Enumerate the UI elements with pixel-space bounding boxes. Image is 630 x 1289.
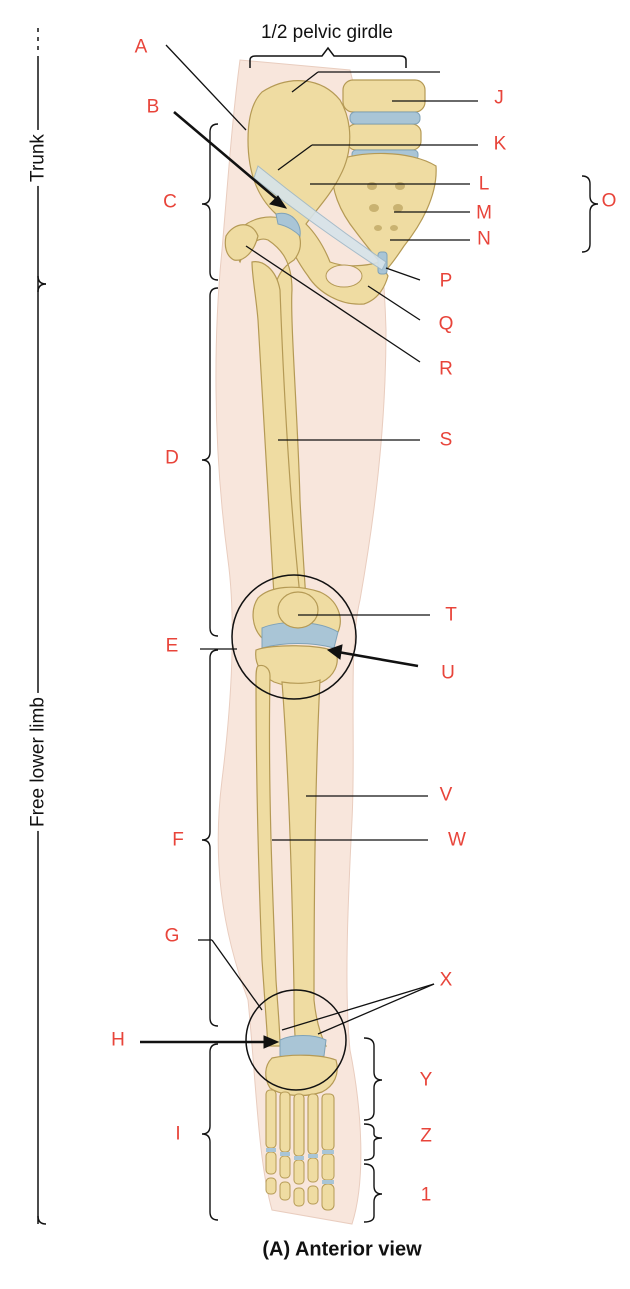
label-a: A [134,36,148,58]
joint-cartilage-foot [266,1148,334,1184]
sacroiliac-band [253,165,387,271]
foot-braces-right [363,175,599,1223]
label-o: O [601,190,617,212]
limb-brace-end [37,1215,47,1225]
region-braces [201,123,219,1221]
limb-brace-start [37,283,47,293]
label-z: Z [420,1125,432,1147]
pelvic-girdle-title: 1/2 pelvic girdle [260,22,394,43]
label-l: L [478,173,490,195]
label-k: K [493,133,507,155]
label-v: V [439,784,453,806]
label-j: J [494,87,504,109]
patella [277,591,319,629]
label-n: N [477,228,491,250]
label-i: I [175,1123,181,1145]
vertebral-column [342,79,426,151]
figure-caption: (A) Anterior view [262,1238,422,1261]
phalanges [265,1151,335,1211]
label-r: R [439,358,453,380]
label-1: 1 [420,1184,432,1206]
trunk-brace-end [37,275,47,285]
trunk-side-label: Trunk [28,130,49,186]
label-e: E [165,635,179,657]
tibia [281,679,327,1047]
obturator-foramen [325,264,363,288]
femoral-head-cartilage [275,212,301,238]
label-c: C [163,191,177,213]
label-y: Y [419,1069,433,1091]
label-q: Q [438,313,454,335]
label-b: B [146,96,160,118]
label-f: F [172,829,184,851]
label-t: T [445,604,457,626]
label-x: X [439,969,453,991]
label-d: D [165,447,179,469]
ankle-highlight-circle [245,989,347,1091]
greater-trochanter [224,224,259,261]
free-lower-limb-side-label: Free lower limb [28,693,49,831]
label-g: G [164,925,180,947]
leader-lines [165,44,478,1035]
pointer-arrows [140,111,419,1049]
label-w: W [448,829,466,851]
pelvic-girdle-brace [249,46,407,68]
label-u: U [441,662,455,684]
fibula [255,664,281,1047]
label-p: P [439,270,453,292]
knee-highlight-circle [231,574,357,700]
label-h: H [111,1029,125,1051]
label-m: M [476,202,492,224]
label-s: S [439,429,453,451]
sacrum [331,152,437,271]
